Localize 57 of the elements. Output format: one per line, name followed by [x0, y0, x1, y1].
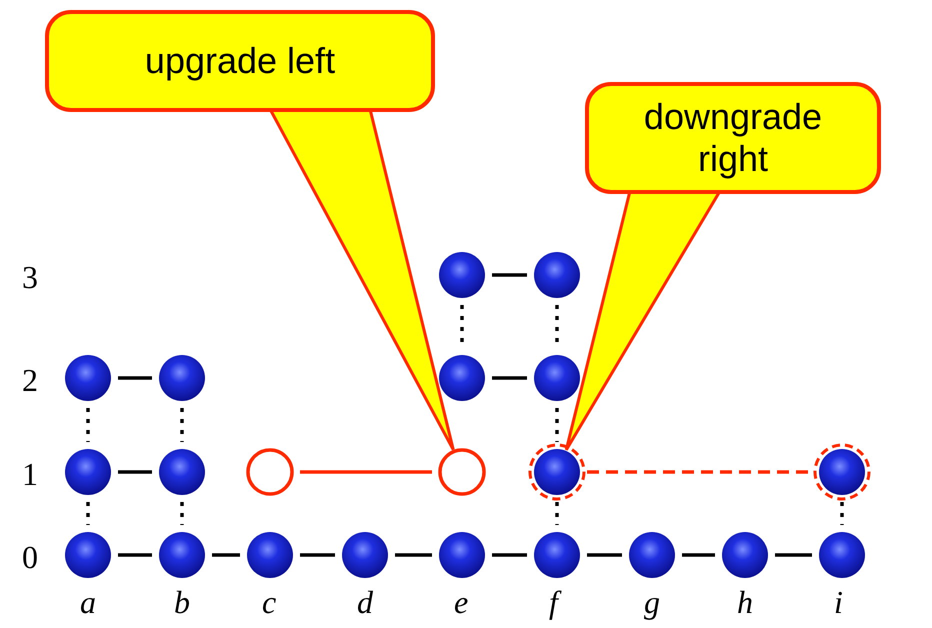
dotted-line [86, 408, 90, 442]
connector-line [118, 376, 152, 380]
highlighted-ball [527, 442, 587, 502]
ball [64, 448, 112, 496]
speech-bubble [585, 82, 881, 194]
column-letter: c [262, 583, 276, 621]
ball [533, 531, 581, 579]
empty-circle [438, 448, 486, 496]
level-number: 3 [22, 258, 38, 296]
connector-line [492, 553, 527, 557]
highlighted-ball [812, 442, 872, 502]
connector-line [118, 470, 152, 474]
dotted-line [180, 502, 184, 525]
dotted-line [840, 502, 844, 525]
column-letter: i [834, 583, 843, 621]
speech-bubble [45, 10, 435, 112]
ball [341, 531, 389, 579]
connector-line [775, 553, 812, 557]
ball [158, 531, 206, 579]
column-letter: e [454, 583, 468, 621]
connector-line [395, 553, 432, 557]
ball [721, 531, 769, 579]
connector-line [300, 470, 432, 474]
connector-line [118, 553, 152, 557]
ball [533, 354, 581, 402]
callout-text: upgrade left [144, 40, 336, 82]
level-number: 2 [22, 361, 38, 399]
connector-line [212, 553, 240, 557]
column-letter: h [737, 583, 753, 621]
dotted-line [555, 408, 559, 442]
empty-circle [246, 448, 294, 496]
connector-line [492, 273, 527, 277]
dotted-line [180, 408, 184, 442]
ball [158, 448, 206, 496]
ball [438, 531, 486, 579]
column-letter: g [644, 583, 660, 621]
callout-text: downgrade right [642, 96, 824, 180]
column-letter: a [80, 583, 96, 621]
level-number: 0 [22, 538, 38, 576]
ball [438, 251, 486, 299]
dotted-line [555, 502, 559, 525]
dotted-line [86, 502, 90, 525]
ball [533, 251, 581, 299]
ball [246, 531, 294, 579]
ball [818, 531, 866, 579]
ball [158, 354, 206, 402]
ball [438, 354, 486, 402]
column-letter: d [357, 583, 373, 621]
ball [64, 531, 112, 579]
connector-line [682, 553, 715, 557]
connector-line [300, 553, 335, 557]
connector-line [587, 553, 622, 557]
connector-line [492, 376, 527, 380]
ball [628, 531, 676, 579]
ball [64, 354, 112, 402]
column-letter: b [174, 583, 190, 621]
level-number: 1 [22, 455, 38, 493]
